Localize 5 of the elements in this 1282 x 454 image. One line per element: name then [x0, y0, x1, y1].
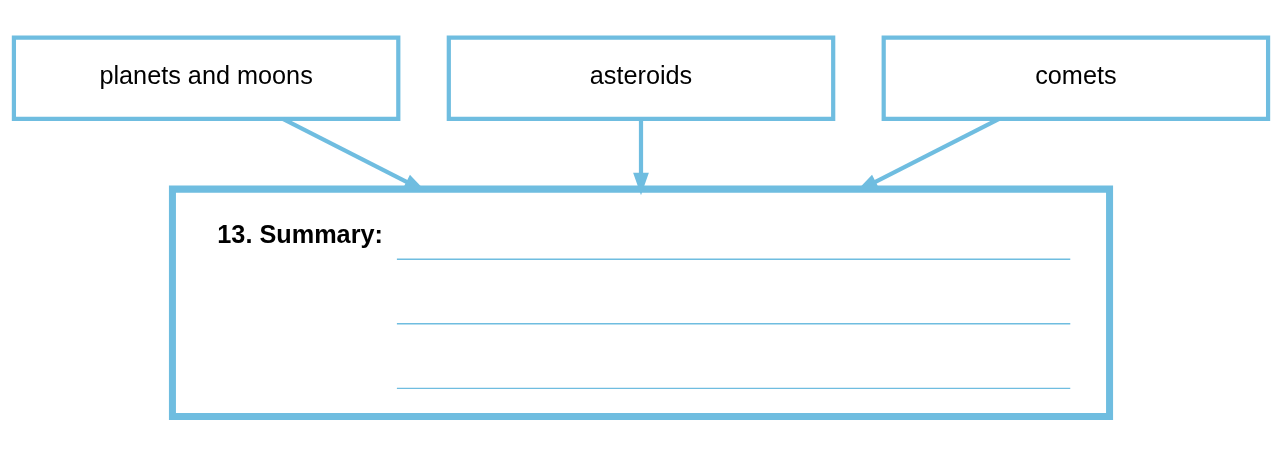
- node-box: comets: [881, 35, 1271, 122]
- node-box: asteroids: [446, 35, 836, 122]
- node-box: planets and moons: [11, 35, 401, 122]
- arrow: [633, 119, 649, 196]
- node-box: 13. Summary:: [168, 185, 1114, 420]
